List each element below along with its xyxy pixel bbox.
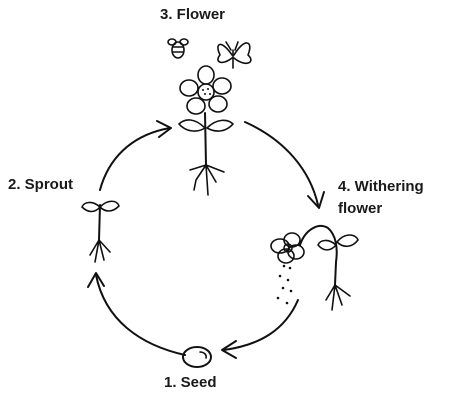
seed-icon <box>183 347 211 367</box>
withering-stage-label-line2: flower <box>338 200 382 217</box>
sprout-icon <box>82 201 119 262</box>
arrow-flower-to-withering <box>245 122 324 208</box>
arrow-sprout-to-flower <box>100 121 171 190</box>
flower-stage-label: 3. Flower <box>160 6 225 23</box>
bee-icon <box>168 39 188 58</box>
withering-flower-icon <box>271 226 358 310</box>
butterfly-icon <box>218 42 251 68</box>
sprout-stage-label: 2. Sprout <box>8 176 73 193</box>
arrow-withering-to-seed <box>222 300 298 358</box>
seed-stage-label: 1. Seed <box>164 374 217 391</box>
withering-stage-label-line1: 4. Withering <box>338 178 424 195</box>
flower-plant-icon <box>179 66 233 195</box>
arrow-seed-to-sprout <box>88 273 185 355</box>
